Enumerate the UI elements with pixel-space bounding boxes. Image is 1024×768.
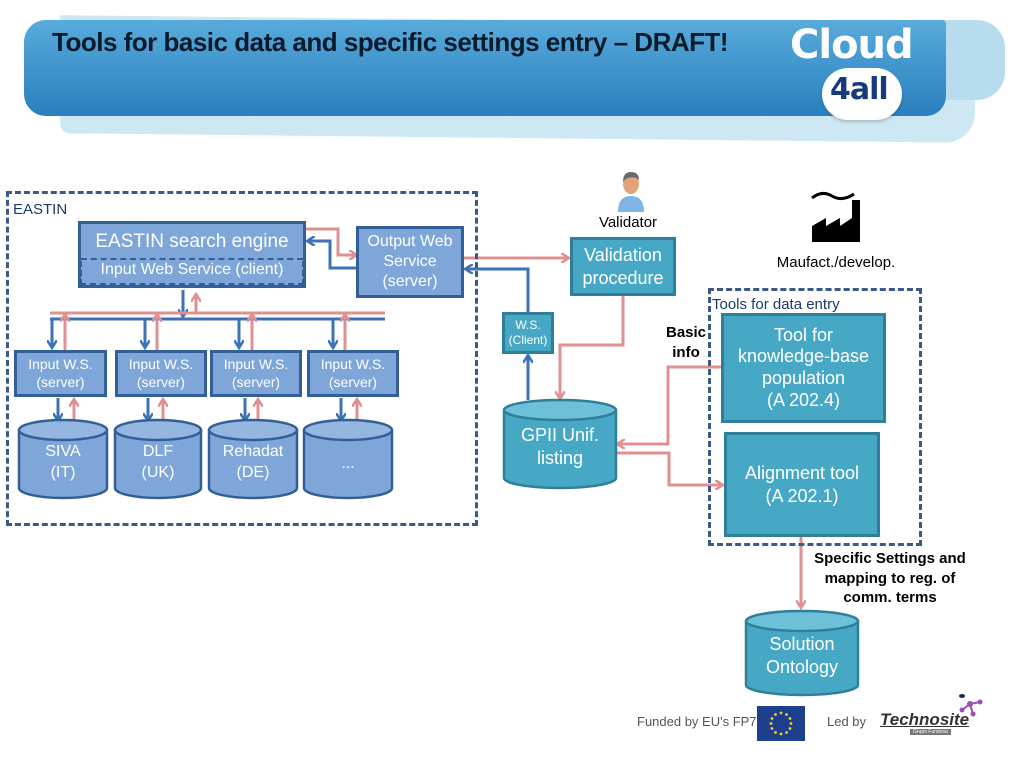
- output-ws-line2: Service: [383, 253, 437, 270]
- cylinder-shape: [744, 609, 860, 697]
- arrow-gpii-to-alignment: [616, 451, 722, 485]
- validator-label: Validator: [598, 214, 658, 231]
- input-server-line1: Input W.S.: [223, 356, 289, 372]
- arrow-wsclient-to-output: [466, 269, 530, 312]
- input-server-rehadat[interactable]: Input W.S. (server): [210, 350, 302, 397]
- technosite-logo: Technosite Grupo Fundosa: [880, 710, 970, 738]
- input-server-line2: (server): [328, 373, 378, 390]
- tools-data-entry-group: [708, 288, 922, 546]
- input-server-line1: Input W.S.: [320, 356, 386, 372]
- input-server-line2: (server): [136, 373, 186, 390]
- gpii-unified-listing[interactable]: GPII Unif. listing: [502, 398, 618, 490]
- slide-title: Tools for basic data and specific settin…: [52, 27, 729, 57]
- logo-4all-text: 4all: [830, 72, 889, 107]
- input-server-siva[interactable]: Input W.S. (server): [14, 350, 107, 397]
- logo-cloud-bubble: [822, 68, 902, 120]
- specific-settings-line3: comm. terms: [843, 589, 937, 606]
- arrow-output-to-engine: [308, 241, 356, 270]
- input-server-line1: Input W.S.: [28, 356, 93, 372]
- input-ws-client-label: Input Web Service (client): [100, 261, 284, 278]
- led-by-label: Led by: [827, 714, 867, 729]
- database-rehadat[interactable]: Rehadat (DE): [207, 418, 299, 500]
- database-name: DLF: [142, 443, 174, 460]
- database-country: (IT): [50, 463, 76, 481]
- technosite-name: Technosite: [880, 710, 970, 729]
- database-name: Rehadat: [222, 443, 284, 460]
- ontology-line1: Solution: [769, 634, 835, 654]
- factory-icon: [810, 190, 872, 244]
- ws-client-line1: W.S.: [515, 318, 541, 332]
- cylinder-shape: [302, 418, 394, 500]
- eastin-group: [6, 191, 478, 526]
- database-country: (UK): [141, 463, 175, 481]
- cylinder-shape: [113, 418, 203, 500]
- arrow-validation-to-gpii: [560, 296, 625, 398]
- validation-line1: Validation: [584, 245, 662, 265]
- manufacturer-label: Maufact./develop.: [776, 254, 896, 271]
- arrow-kbtool-to-gpii: [618, 365, 722, 444]
- funded-by-label: Funded by EU's FP7: [637, 714, 757, 729]
- technosite-mark-icon: [956, 692, 984, 718]
- technosite-subtitle: Grupo Fundosa: [910, 729, 951, 735]
- database-name: SIVA: [45, 443, 81, 460]
- input-ws-client[interactable]: Input Web Service (client): [80, 261, 304, 285]
- database-other[interactable]: ...: [302, 418, 394, 500]
- arrow-engine-to-output: [306, 227, 356, 255]
- ontology-line2: Ontology: [765, 657, 839, 678]
- logo-cloud-text: Cloud: [790, 22, 914, 68]
- basic-info-line1: Basic: [665, 324, 707, 341]
- ws-client-line2: (Client): [508, 333, 548, 347]
- output-web-service[interactable]: Output Web Service (server): [356, 226, 464, 298]
- eastin-search-engine-label: EASTIN search engine: [95, 231, 289, 252]
- specific-settings-label: Specific Settings and mapping to reg. of…: [800, 549, 980, 608]
- alignment-tool-line1: Alignment tool: [744, 463, 860, 483]
- validation-line2: procedure: [582, 267, 664, 288]
- output-ws-line3: (server): [382, 273, 438, 290]
- eu-flag-icon: [757, 706, 805, 741]
- kb-tool-line4: (A 202.4): [766, 389, 841, 410]
- kb-population-tool[interactable]: Tool for knowledge-base population (A 20…: [721, 313, 886, 423]
- cylinder-shape: [17, 418, 109, 500]
- database-country: (DE): [236, 463, 270, 481]
- ws-client[interactable]: W.S. (Client): [502, 312, 554, 354]
- kb-tool-line1: Tool for: [773, 324, 834, 345]
- gpii-line1: GPII Unif.: [520, 425, 600, 445]
- header-banner: [24, 20, 946, 116]
- input-server-other[interactable]: Input W.S. (server): [307, 350, 399, 397]
- specific-settings-line1: Specific Settings and: [814, 550, 966, 567]
- kb-tool-line3: population: [761, 368, 846, 388]
- eastin-group-label: EASTIN: [13, 201, 68, 218]
- basic-info-label: Basic info: [656, 323, 716, 362]
- eastin-search-engine[interactable]: EASTIN search engine: [78, 221, 306, 288]
- validator-person-icon: [616, 168, 646, 212]
- database-siva[interactable]: SIVA (IT): [17, 418, 109, 500]
- input-server-line1: Input W.S.: [128, 356, 194, 372]
- database-name: ...: [341, 455, 355, 472]
- output-ws-line1: Output Web: [367, 233, 453, 250]
- database-dlf[interactable]: DLF (UK): [113, 418, 203, 500]
- gpii-line2: listing: [536, 448, 584, 469]
- basic-info-line2: info: [672, 343, 700, 361]
- kb-tool-line2: knowledge-base: [737, 346, 870, 367]
- cylinder-shape: [502, 398, 618, 490]
- validation-procedure[interactable]: Validation procedure: [570, 237, 676, 296]
- input-server-line2: (server): [231, 373, 281, 390]
- input-ws-client-divider: [81, 258, 303, 260]
- input-server-dlf[interactable]: Input W.S. (server): [115, 350, 207, 397]
- tools-data-entry-label: Tools for data entry: [712, 296, 840, 313]
- alignment-tool[interactable]: Alignment tool (A 202.1): [724, 432, 880, 537]
- alignment-tool-line2: (A 202.1): [765, 485, 839, 506]
- specific-settings-line2: mapping to reg. of: [824, 569, 956, 587]
- cylinder-shape: [207, 418, 299, 500]
- input-server-line2: (server): [36, 373, 85, 390]
